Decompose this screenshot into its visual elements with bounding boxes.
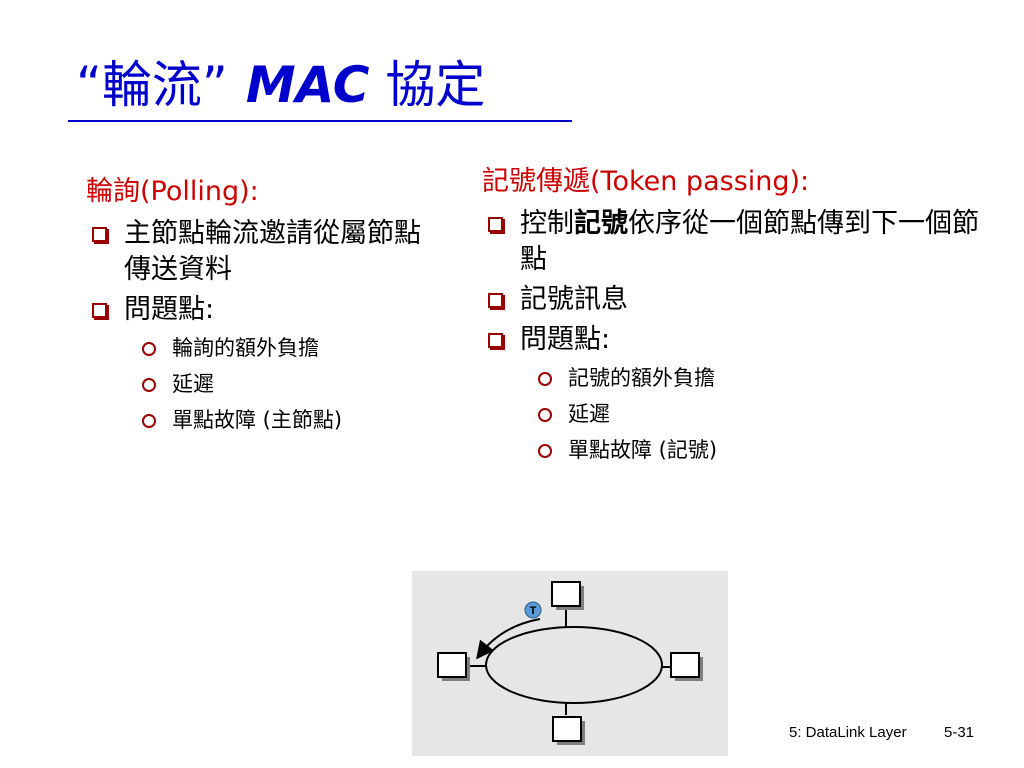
polling-subitem-text: 單點故障 (主節點) <box>172 408 343 432</box>
square-bullet-icon <box>488 333 503 348</box>
polling-heading: 輪詢(Polling): <box>86 176 259 207</box>
polling-subitem: 單點故障 (主節點) <box>86 404 446 436</box>
square-bullet-icon <box>488 293 503 308</box>
token-item: 問題點: <box>482 322 1002 358</box>
polling-item: 主節點輪流邀請從屬節點傳送資料 <box>86 216 446 288</box>
token-direction-arrow <box>476 618 541 660</box>
node-left <box>437 652 467 678</box>
circle-bullet-icon <box>142 414 156 428</box>
circle-bullet-icon <box>142 342 156 356</box>
token-subitem: 單點故障 (記號) <box>482 434 1002 466</box>
square-bullet-icon <box>92 303 107 318</box>
circle-bullet-icon <box>538 444 552 458</box>
polling-item-text: 主節點輪流邀請從屬節點傳送資料 <box>124 218 421 285</box>
polling-item: 問題點: <box>86 292 446 328</box>
token-item-prefix: 控制 <box>520 208 574 239</box>
footer-course: 5: DataLink Layer <box>789 724 907 741</box>
title-quoted: “輪流” <box>76 56 228 114</box>
node-right <box>670 652 700 678</box>
title-underline <box>68 120 572 122</box>
polling-subitem-text: 延遲 <box>172 372 214 396</box>
token-subitem-text: 記號的額外負擔 <box>568 366 715 390</box>
square-bullet-icon <box>488 217 503 232</box>
token-item: 記號訊息 <box>482 282 1002 318</box>
token-item-bold: 記號 <box>574 208 628 239</box>
token-passing-column: 記號傳遞(Token passing): 控制記號依序從一個節點傳到下一個節點 … <box>482 162 1002 466</box>
polling-item-text: 問題點: <box>124 294 215 325</box>
token-icon <box>524 601 542 619</box>
token-item: 控制記號依序從一個節點傳到下一個節點 <box>482 206 1002 278</box>
token-label: T <box>530 605 537 617</box>
token-subitem: 延遲 <box>482 398 1002 430</box>
square-bullet-icon <box>92 227 107 242</box>
circle-bullet-icon <box>538 408 552 422</box>
token-item-text: 記號訊息 <box>520 284 628 315</box>
polling-subitem-text: 輪詢的額外負擔 <box>172 336 319 360</box>
token-subitem: 記號的額外負擔 <box>482 362 1002 394</box>
token-heading: 記號傳遞(Token passing): <box>482 166 810 197</box>
circle-bullet-icon <box>142 378 156 392</box>
token-item-text: 問題點: <box>520 324 611 355</box>
node-bottom <box>552 716 582 742</box>
token-subitem-text: 單點故障 (記號) <box>568 438 718 462</box>
polling-subitem: 延遲 <box>86 368 446 400</box>
token-ring-svg: T <box>437 581 703 745</box>
footer-page-number: 5-31 <box>944 724 975 741</box>
token-subitem-text: 延遲 <box>568 402 610 426</box>
ring <box>485 626 663 704</box>
polling-subitem: 輪詢的額外負擔 <box>86 332 446 364</box>
polling-column: 輪詢(Polling): 主節點輪流邀請從屬節點傳送資料 問題點: 輪詢的額外負… <box>86 172 446 436</box>
title-suffix: 協定 <box>385 56 486 114</box>
circle-bullet-icon <box>538 372 552 386</box>
token-item-suffix: 依序從一個節點傳到下一個節點 <box>520 208 979 275</box>
token-ring-diagram: T <box>412 571 728 756</box>
slide-title: “輪流” MAC 協定 <box>76 55 485 115</box>
node-top <box>551 581 581 607</box>
title-mac: MAC <box>245 56 370 114</box>
